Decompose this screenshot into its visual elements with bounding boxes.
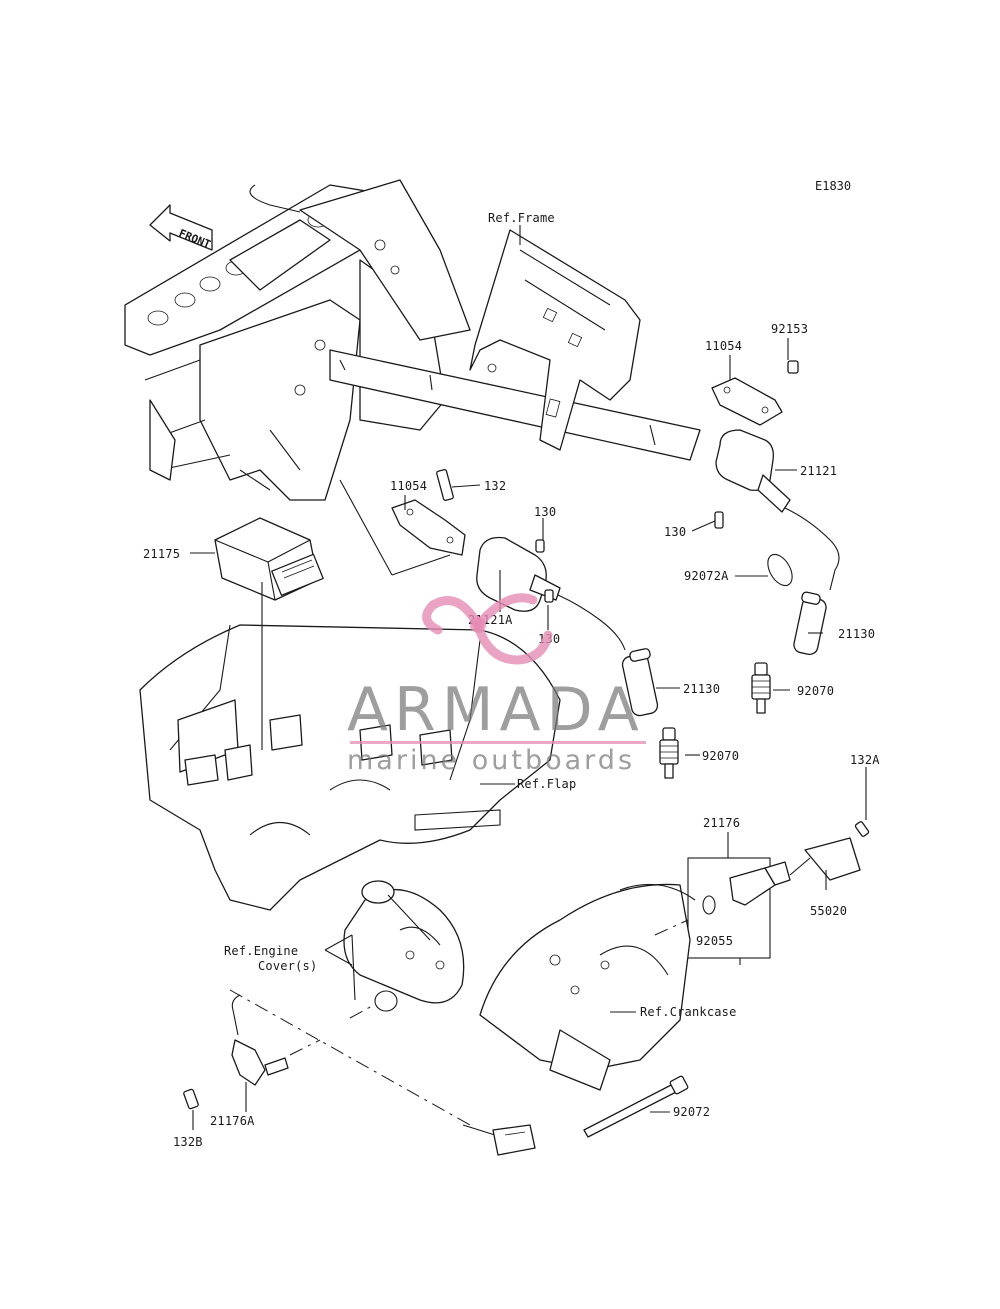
plug-cap-right-drawing <box>793 591 827 656</box>
part-92055[interactable]: 92055 <box>696 934 734 948</box>
plug-cap-center-drawing <box>621 648 659 717</box>
part-132a[interactable]: 132A <box>850 753 880 767</box>
part-55020[interactable]: 55020 <box>810 904 848 918</box>
engine-cover-drawing <box>343 880 465 1012</box>
ref-engine-cover-line1: Ref.Engine <box>224 944 299 958</box>
watermark-accent-bar <box>350 741 646 744</box>
watermark-brand: ARMADA <box>347 675 645 745</box>
ref-crankcase-label: Ref.Crankcase <box>640 1005 737 1019</box>
part-11054-center[interactable]: 11054 <box>390 479 428 493</box>
part-92070-right[interactable]: 92070 <box>797 684 835 698</box>
part-130-right[interactable]: 130 <box>664 525 687 539</box>
armada-logo-icon <box>422 593 553 665</box>
flap-tray-drawing <box>139 624 561 911</box>
diagram-code: E1830 <box>815 179 852 193</box>
part-21121[interactable]: 21121 <box>800 464 838 478</box>
part-11054-right[interactable]: 11054 <box>705 339 743 353</box>
part-92153[interactable]: 92153 <box>771 322 809 336</box>
part-132[interactable]: 132 <box>484 479 507 493</box>
assembly-lines <box>229 919 689 1126</box>
part-92072[interactable]: 92072 <box>673 1105 711 1119</box>
crankcase-drawing <box>479 883 696 1091</box>
part-132b[interactable]: 132B <box>173 1135 203 1149</box>
ref-engine-cover-line2: Cover(s) <box>258 959 318 973</box>
clamp-drawing <box>767 553 793 587</box>
part-21176a[interactable]: 21176A <box>210 1114 255 1128</box>
part-21176[interactable]: 21176 <box>703 816 741 830</box>
sensor-21176a-drawing <box>183 994 289 1110</box>
ignitor-unit-drawing <box>214 517 324 601</box>
crank-sensor-drawing <box>687 821 870 959</box>
part-21130-center[interactable]: 21130 <box>683 682 721 696</box>
connector-drawing <box>462 1124 536 1156</box>
cable-tie-drawing <box>583 1075 689 1138</box>
frame-bracket-drawing <box>469 229 641 451</box>
ref-frame-label: Ref.Frame <box>488 211 555 225</box>
front-arrow-icon: FRONT <box>149 204 213 251</box>
spark-plug-right-drawing <box>751 662 771 714</box>
frame-assembly-drawing <box>124 179 701 501</box>
part-21175[interactable]: 21175 <box>143 547 181 561</box>
part-92072a[interactable]: 92072A <box>684 569 729 583</box>
ignition-coil-right-drawing <box>711 360 840 591</box>
spark-plug-center-drawing <box>659 727 679 779</box>
watermark-tagline: marine outboards <box>347 745 636 776</box>
leader-lines <box>190 225 867 1130</box>
part-92070-center[interactable]: 92070 <box>702 749 740 763</box>
ignition-coil-center-drawing <box>391 469 626 651</box>
ref-flap-label: Ref.Flap <box>517 777 577 791</box>
part-130-top[interactable]: 130 <box>534 505 557 519</box>
part-21130-right[interactable]: 21130 <box>838 627 876 641</box>
